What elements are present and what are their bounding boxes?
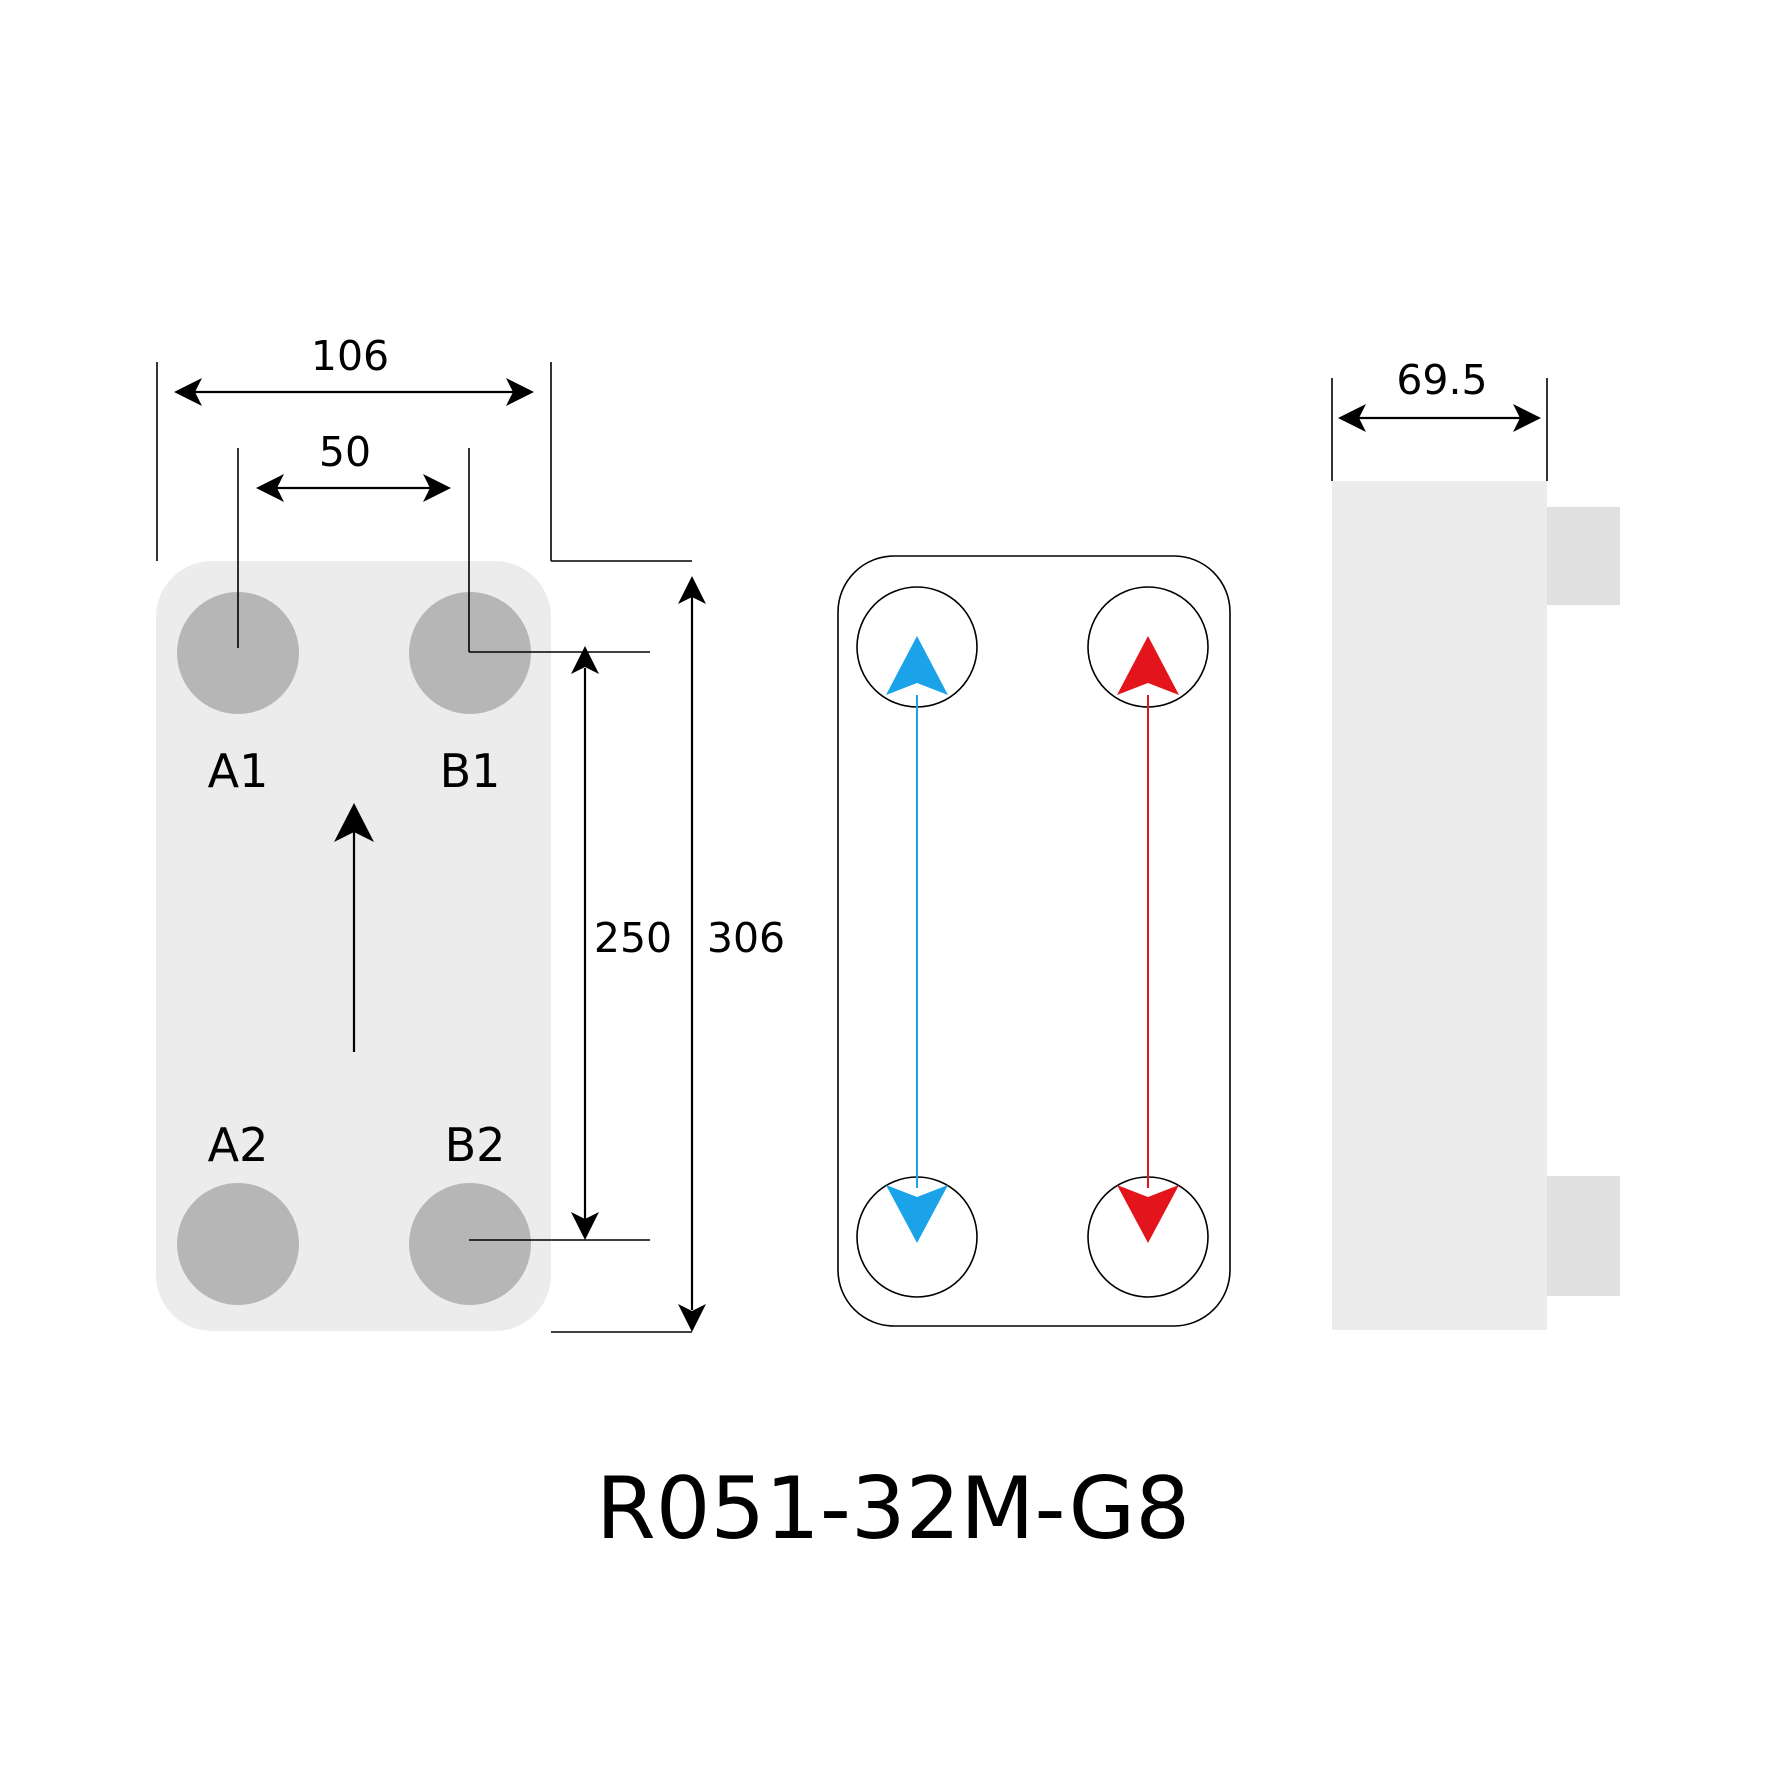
dimension-106-label: 106 (311, 332, 389, 380)
port-b2 (409, 1183, 531, 1305)
dimension-250: 250 (571, 646, 672, 1240)
port-a1-label: A1 (208, 744, 269, 798)
port-b1 (409, 592, 531, 714)
dimension-50: 50 (256, 428, 451, 502)
port-a2-label: A2 (208, 1118, 269, 1172)
port-a2 (177, 1183, 299, 1305)
schematic-plate-outline (837, 555, 1231, 1327)
side-view: 69.5 (1331, 356, 1620, 1330)
flow-schematic (837, 555, 1231, 1327)
side-connector-top (1547, 507, 1620, 605)
dimension-106: 106 (174, 332, 534, 406)
port-b2-label: B2 (445, 1118, 506, 1172)
dimension-50-label: 50 (319, 428, 371, 476)
red-double-arrow-icon (1117, 636, 1179, 1243)
dimension-69-5: 69.5 (1338, 356, 1541, 432)
port-a1 (177, 592, 299, 714)
blue-double-arrow-icon (886, 636, 948, 1243)
side-body (1332, 481, 1547, 1330)
model-name: R051-32M-G8 (596, 1459, 1190, 1559)
front-view: A1 B1 A2 B2 (156, 561, 551, 1331)
side-connector-bottom (1547, 1176, 1620, 1296)
port-b1-label: B1 (440, 744, 501, 798)
dimension-250-label: 250 (594, 914, 672, 962)
dimension-306-label: 306 (707, 914, 785, 962)
dimension-306: 306 (678, 576, 785, 1332)
arrow-up-icon (334, 803, 374, 1052)
dimension-69-5-label: 69.5 (1396, 356, 1487, 404)
front-dimensions: 106 50 250 306 (156, 332, 785, 1333)
